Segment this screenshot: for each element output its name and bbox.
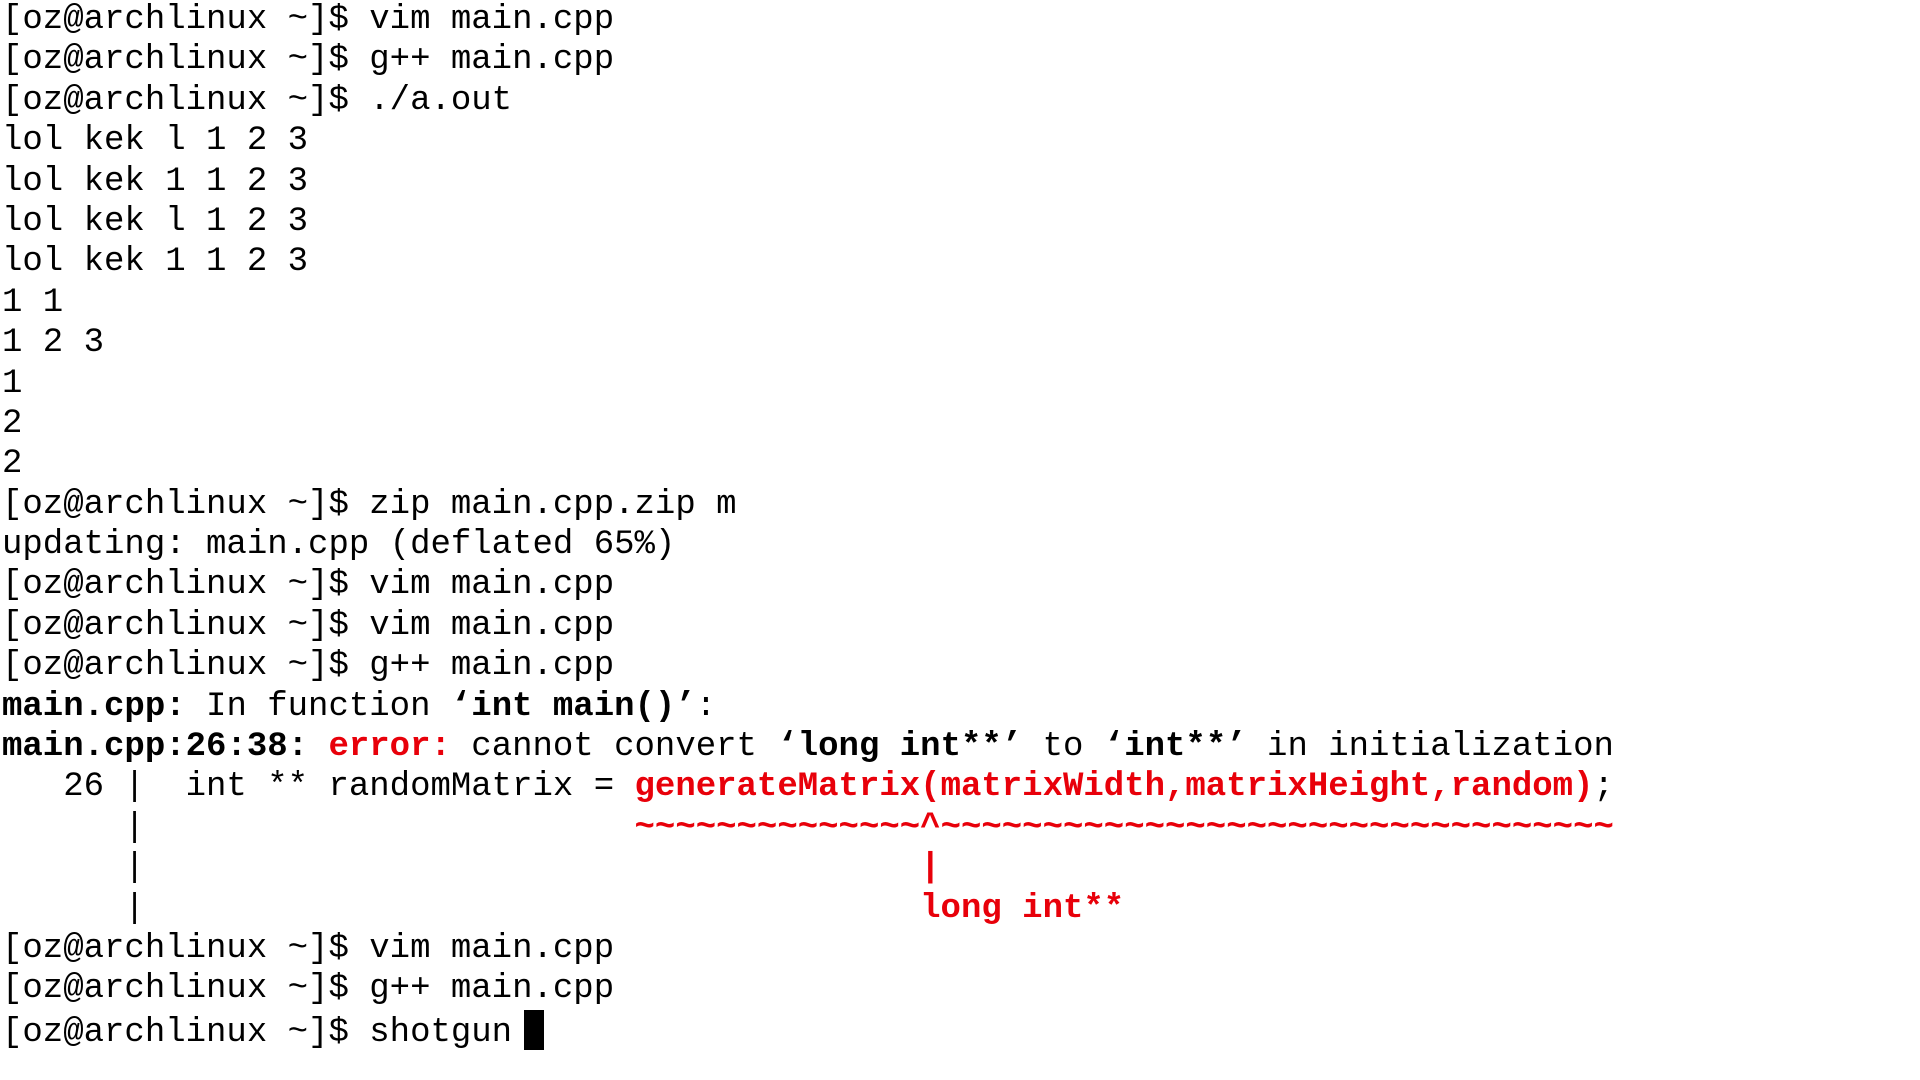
compiler-note-line: main.cpp: In function ‘int main()’: [2, 687, 1920, 727]
compiler-error-line: main.cpp:26:38: error: cannot convert ‘l… [2, 727, 1920, 767]
diag-function-name: ‘int main()’ [450, 687, 696, 726]
diag-type-label: long int** [920, 889, 1125, 928]
terminal-line: [oz@archlinux ~]$ g++ main.cpp [2, 40, 1920, 80]
shell-prompt: [oz@archlinux ~]$ [2, 1013, 370, 1052]
text-cursor [524, 1009, 545, 1050]
diag-text: cannot convert [450, 728, 778, 767]
shell-prompt: [oz@archlinux ~]$ [2, 81, 370, 120]
error-label: error: [328, 728, 451, 767]
terminal-line: [oz@archlinux ~]$ zip main.cpp.zip m [2, 485, 1920, 525]
program-output: 2 [2, 445, 23, 484]
terminal-line: [oz@archlinux ~]$ ./a.out [2, 81, 1920, 121]
terminal-line: [oz@archlinux ~]$ vim main.cpp [2, 0, 1920, 40]
program-output: updating: main.cpp (deflated 65%) [2, 526, 676, 565]
shell-prompt: [oz@archlinux ~]$ [2, 485, 370, 524]
program-output: lol kek 1 1 2 3 [2, 162, 309, 201]
command-text: g++ main.cpp [369, 647, 615, 686]
diag-text: In function [185, 687, 451, 726]
terminal-input-line[interactable]: [oz@archlinux ~]$ shotgun [2, 1009, 1920, 1052]
diag-type: ‘long int**’ [777, 728, 1023, 767]
program-output: 1 2 3 [2, 324, 105, 363]
shell-prompt: [oz@archlinux ~]$ [2, 929, 370, 968]
program-output: 2 [2, 404, 23, 443]
terminal-line: [oz@archlinux ~]$ vim main.cpp [2, 565, 1920, 605]
shell-prompt: [oz@archlinux ~]$ [2, 1, 370, 39]
command-text: vim main.cpp [369, 929, 615, 968]
program-output: 1 1 [2, 283, 64, 322]
terminal-line: [oz@archlinux ~]$ g++ main.cpp [2, 646, 1920, 686]
pointer-line: | | [2, 848, 1920, 888]
source-code-line: 26 | int ** randomMatrix = generateMatri… [2, 767, 1920, 807]
diag-type: ‘int**’ [1103, 728, 1247, 767]
diag-file-location: main.cpp:26:38: [2, 728, 309, 767]
command-text: g++ main.cpp [369, 41, 615, 80]
type-label-line: | long int** [2, 889, 1920, 929]
diag-text: to [1022, 728, 1104, 767]
program-output: lol kek l 1 2 3 [2, 122, 309, 161]
program-output: lol kek 1 1 2 3 [2, 243, 309, 282]
diag-code-gutter: | [2, 808, 635, 847]
diag-text [308, 728, 328, 766]
shell-prompt: [oz@archlinux ~]$ [2, 970, 370, 1009]
diag-caret-underline: ~~~~~~~~~~~~~~^~~~~~~~~~~~~~~~~~~~~~~~~~… [634, 808, 1614, 847]
caret-line: | ~~~~~~~~~~~~~~^~~~~~~~~~~~~~~~~~~~~~~~… [2, 808, 1920, 848]
shell-prompt: [oz@archlinux ~]$ [2, 647, 370, 686]
command-text: vim main.cpp [369, 606, 615, 645]
shell-prompt: [oz@archlinux ~]$ [2, 606, 370, 645]
diag-text: : [695, 687, 717, 726]
diag-pointer-bar: | [920, 849, 941, 888]
shell-prompt: [oz@archlinux ~]$ [2, 566, 370, 605]
diag-code-gutter: | [2, 849, 921, 888]
command-text: vim main.cpp [369, 1, 615, 39]
command-text: ./a.out [369, 81, 513, 120]
command-text: zip main.cpp.zip m [369, 485, 737, 524]
diag-text: ; [1593, 768, 1614, 807]
terminal-line: [oz@archlinux ~]$ vim main.cpp [2, 606, 1920, 646]
program-output: 1 [2, 364, 23, 403]
diag-file-location: main.cpp: [2, 687, 186, 726]
diag-highlighted-call: generateMatrix(matrixWidth,matrixHeight,… [634, 768, 1594, 807]
diag-text: in initialization [1246, 728, 1614, 767]
command-text: vim main.cpp [369, 566, 615, 605]
terminal-line: [oz@archlinux ~]$ vim main.cpp [2, 929, 1920, 969]
terminal-line: [oz@archlinux ~]$ g++ main.cpp [2, 969, 1920, 1009]
command-input[interactable]: shotgun [369, 1013, 513, 1052]
command-text: g++ main.cpp [369, 970, 615, 1009]
diag-code-gutter: 26 | int ** randomMatrix = [2, 768, 635, 807]
program-output: lol kek l 1 2 3 [2, 202, 309, 241]
diag-code-gutter: | [2, 889, 921, 928]
shell-prompt: [oz@archlinux ~]$ [2, 41, 370, 80]
